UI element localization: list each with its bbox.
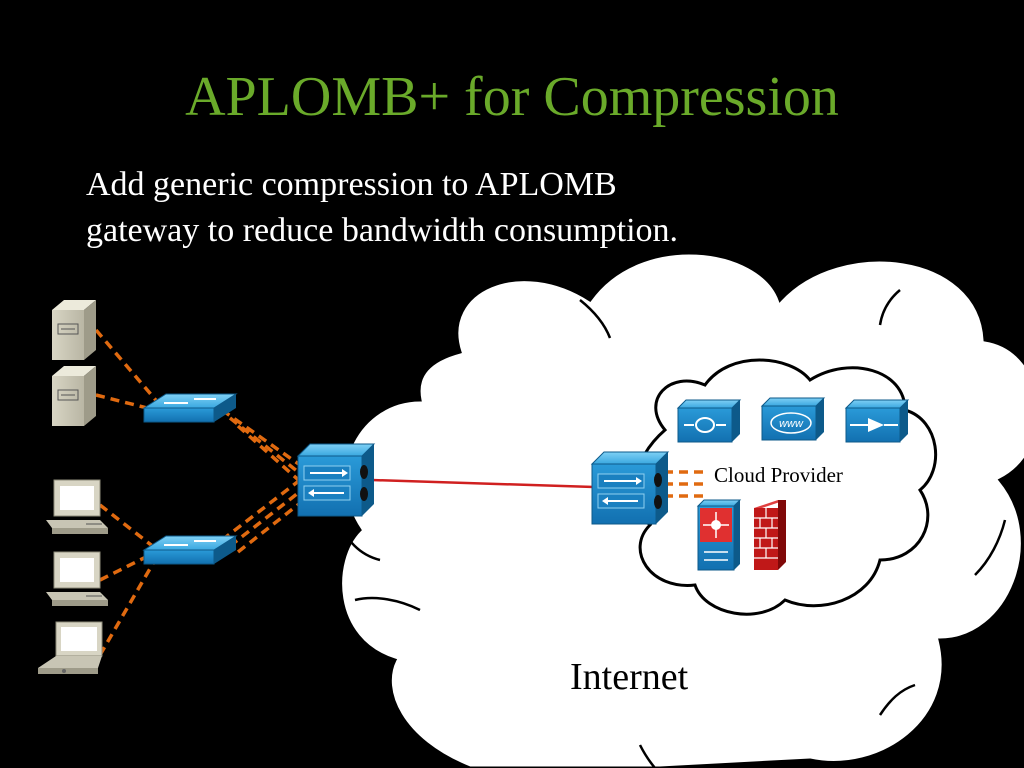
cloud-inner-curve (338, 519, 381, 562)
slide-subtitle: Add generic compression to APLOMB gatewa… (86, 162, 946, 254)
svg-text:www: www (779, 418, 804, 430)
aplomb-gateway-icon (296, 443, 376, 517)
cloud-dashed-links (664, 470, 708, 498)
slide-title: APLOMB+ for Compression (185, 66, 839, 128)
firewall-icon (754, 500, 786, 570)
wan-optimizer-icon (844, 399, 910, 443)
web-server-icon: www (760, 397, 826, 441)
intrusion-detection-icon (696, 499, 742, 571)
lan-dashed-links (94, 328, 306, 656)
cloud-inner-curve (354, 596, 421, 612)
subtitle-line-1: Add generic compression to APLOMB (86, 166, 617, 203)
wan-link (371, 478, 595, 489)
cloud-inner-curve (579, 299, 612, 339)
cloud-inner-curve (638, 744, 656, 768)
cloud-inner-curve (878, 289, 901, 326)
desktop-pc-icon (46, 479, 108, 534)
subtitle-line-2: gateway to reduce bandwidth consumption. (86, 212, 679, 249)
load-balancer-icon (676, 399, 742, 443)
cloud-inner-curve (878, 683, 916, 716)
server-icon (52, 300, 96, 360)
server-icon (52, 366, 96, 426)
network-switch-icon (142, 535, 238, 565)
network-switch-icon (142, 393, 238, 423)
laptop-icon (38, 621, 103, 674)
desktop-pc-icon (46, 551, 108, 606)
cloud-gateway-icon (590, 451, 670, 525)
internet-label: Internet (570, 656, 689, 698)
cloud-provider-label: Cloud Provider (714, 463, 843, 487)
cloud-inner-curve (974, 519, 1007, 576)
